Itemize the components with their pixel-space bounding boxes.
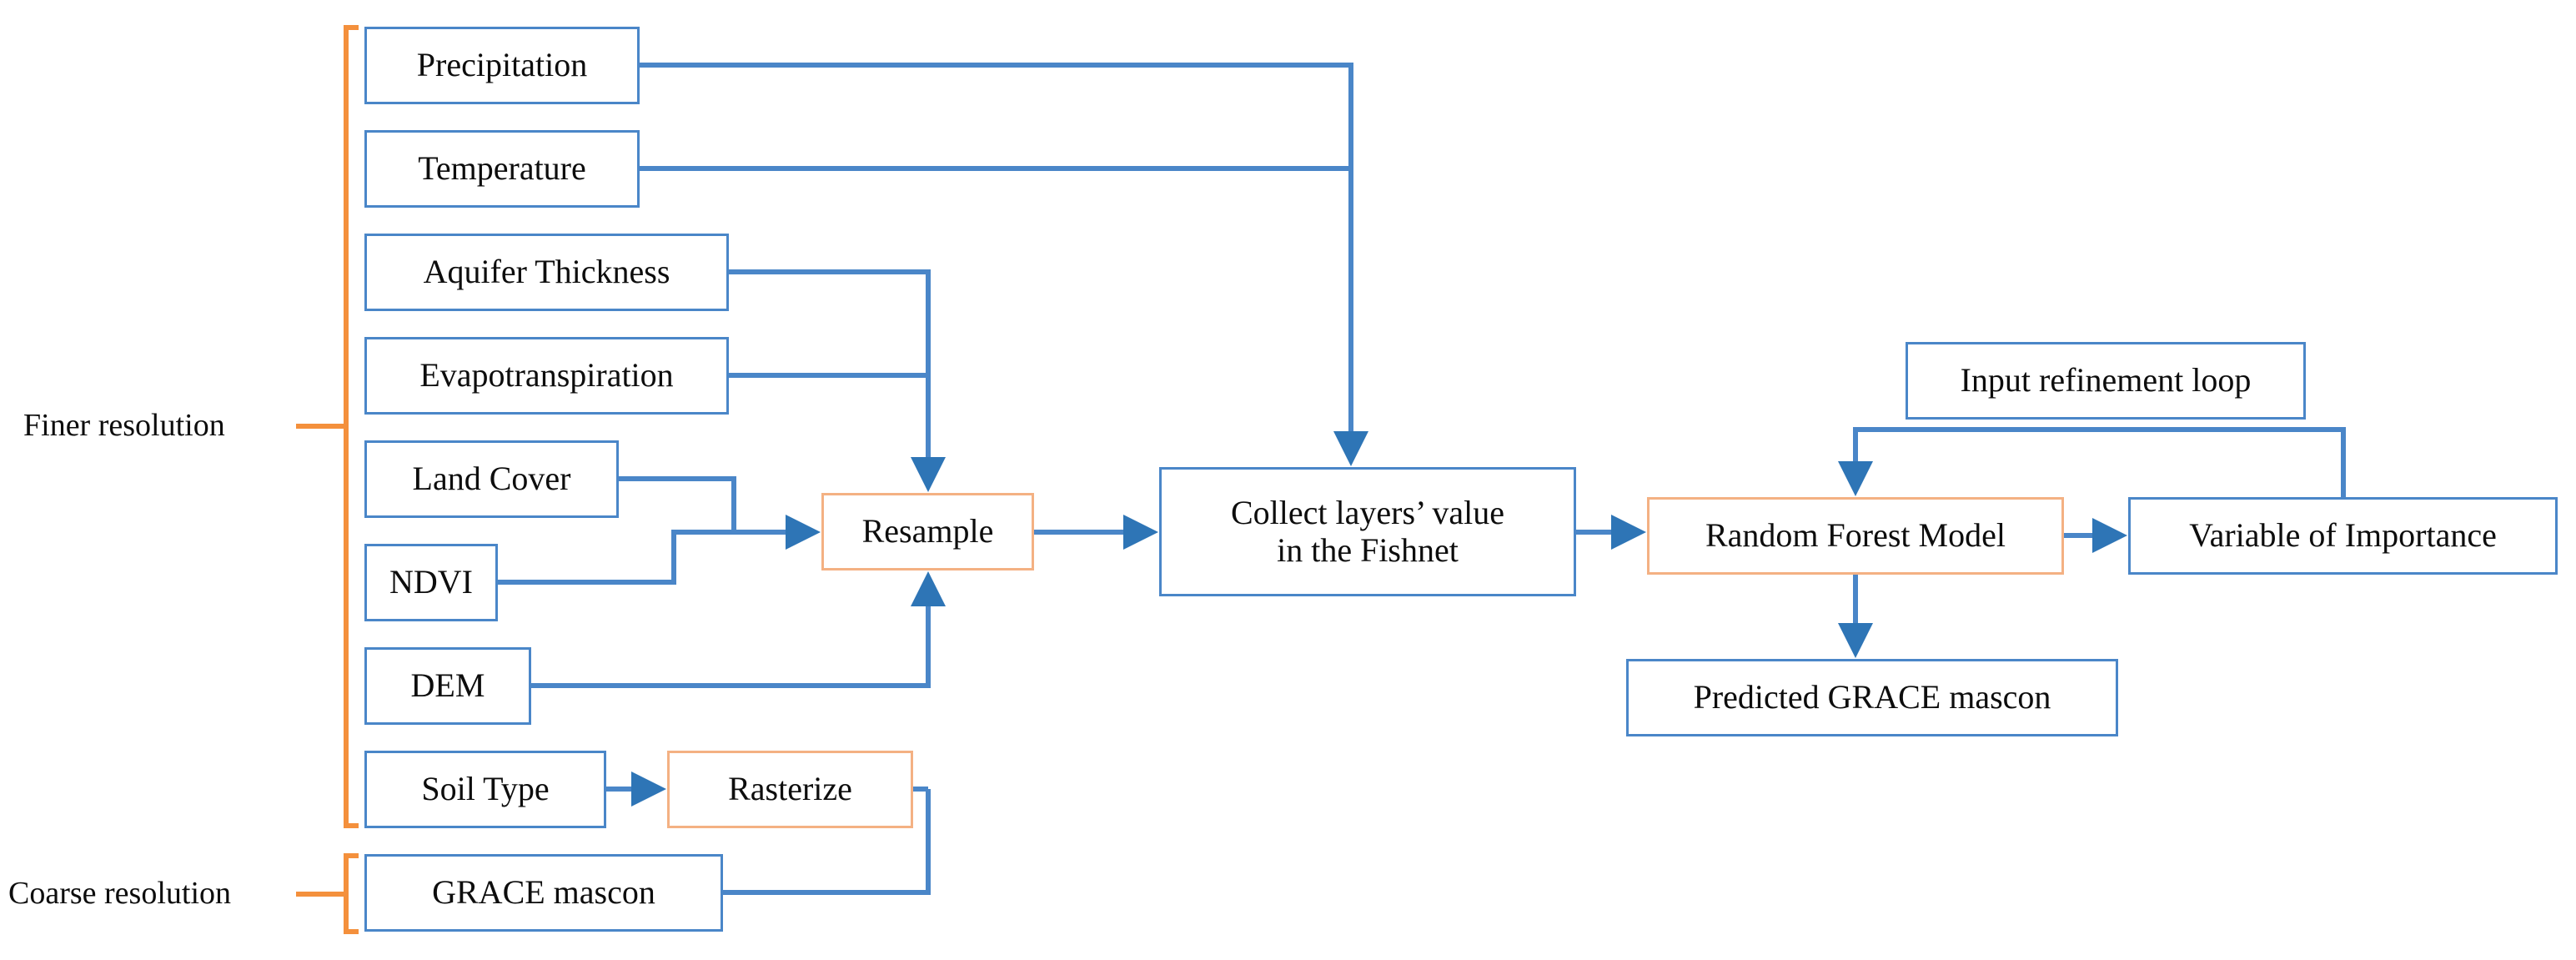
- node-label-land-cover: Land Cover: [412, 460, 571, 498]
- coarse-resolution-bracket: [296, 853, 359, 934]
- edge-aquifer-to-resample: [729, 269, 946, 492]
- node-ndvi[interactable]: NDVI: [364, 544, 498, 621]
- node-aquifer-thickness[interactable]: Aquifer Thickness: [364, 234, 729, 311]
- node-temperature[interactable]: Temperature: [364, 130, 640, 208]
- node-label-variable-importance: Variable of Importance: [2189, 516, 2497, 555]
- node-label-rasterize: Rasterize: [728, 770, 852, 808]
- node-grace-mascon[interactable]: GRACE mascon: [364, 854, 723, 932]
- edge-precipitation-to-fishnet: [640, 63, 1368, 466]
- node-rasterize[interactable]: Rasterize: [667, 751, 913, 828]
- node-evapotranspiration[interactable]: Evapotranspiration: [364, 337, 729, 415]
- node-label-random-forest: Random Forest Model: [1705, 516, 2006, 555]
- node-label-soil-type: Soil Type: [421, 770, 550, 808]
- node-predicted-grace[interactable]: Predicted GRACE mascon: [1626, 659, 2118, 736]
- edge-dem-to-resample: [531, 571, 946, 688]
- node-label-dem: DEM: [410, 666, 485, 705]
- node-label-temperature: Temperature: [418, 149, 586, 188]
- node-label-aquifer-thickness: Aquifer Thickness: [423, 253, 670, 291]
- group-label-finer-resolution: Finer resolution: [23, 408, 225, 443]
- node-label-predicted-grace: Predicted GRACE mascon: [1693, 678, 2051, 716]
- node-dem[interactable]: DEM: [364, 647, 531, 725]
- edge-variable-to-randomforest-loop: [1838, 427, 2346, 497]
- edge-landcover-to-resample: [619, 476, 821, 550]
- node-input-refinement[interactable]: Input refinement loop: [1906, 342, 2306, 420]
- node-random-forest[interactable]: Random Forest Model: [1647, 497, 2064, 575]
- finer-resolution-bracket: [296, 25, 359, 828]
- node-label-ndvi: NDVI: [389, 563, 473, 601]
- node-label-evapotranspiration: Evapotranspiration: [419, 356, 674, 395]
- edge-gracemascon-to-resample: [723, 789, 931, 895]
- node-resample[interactable]: Resample: [821, 493, 1034, 570]
- node-variable-importance[interactable]: Variable of Importance: [2128, 497, 2558, 575]
- node-land-cover[interactable]: Land Cover: [364, 440, 619, 518]
- node-label-input-refinement: Input refinement loop: [1960, 361, 2252, 400]
- node-collect-fishnet[interactable]: Collect layers’ value in the Fishnet: [1159, 467, 1576, 596]
- node-precipitation[interactable]: Precipitation: [364, 27, 640, 104]
- node-label-resample: Resample: [861, 512, 994, 550]
- node-label-grace-mascon: GRACE mascon: [432, 873, 655, 912]
- node-soil-type[interactable]: Soil Type: [364, 751, 606, 828]
- group-label-coarse-resolution: Coarse resolution: [8, 876, 232, 911]
- node-label-precipitation: Precipitation: [416, 46, 588, 84]
- edge-ndvi-to-resample: [498, 530, 734, 585]
- node-label-collect-fishnet: Collect layers’ value in the Fishnet: [1230, 493, 1504, 569]
